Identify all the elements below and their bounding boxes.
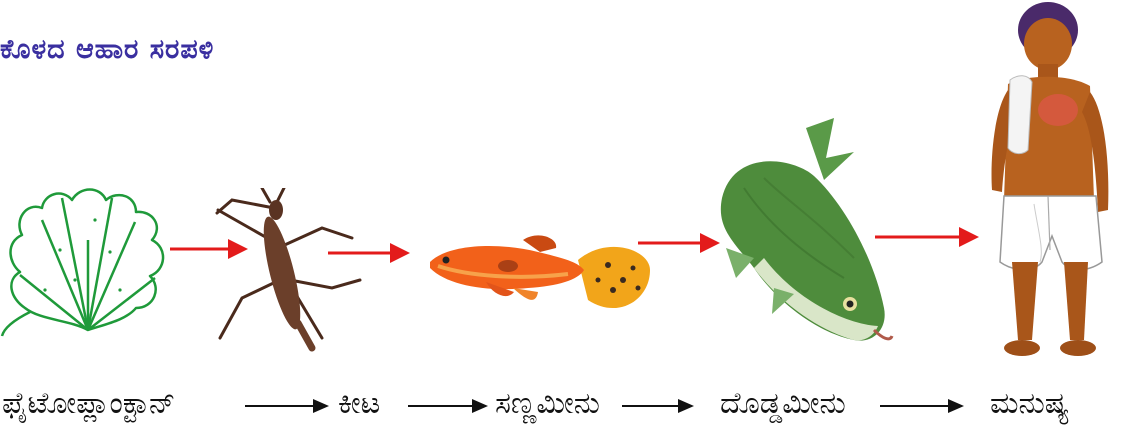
food-chain-labels: ಫೈಟೋಪ್ಲಾಂಕ್ಟಾನ್ ಕೀಟ ಸಣ್ಣಮೀನು ದೊಡ್ಡಮೀನು ಮ… (0, 382, 1126, 432)
label-phytoplankton: ಫೈಟೋಪ್ಲಾಂಕ್ಟಾನ್ (2, 386, 175, 421)
food-chain-illustration (0, 0, 1126, 375)
label-small-fish: ಸಣ್ಣಮೀನು (495, 386, 600, 421)
caption-arrow-3 (622, 396, 694, 416)
small-fish-icon (428, 230, 650, 320)
label-human: ಮನುಷ್ಯ (990, 386, 1069, 421)
label-insect: ಕೀಟ (338, 386, 380, 421)
human-icon (978, 0, 1118, 368)
flow-arrow-3 (638, 230, 720, 256)
flow-arrow-2 (328, 240, 410, 266)
flow-arrow-4 (875, 224, 979, 250)
insect-icon (212, 188, 362, 358)
big-fish-icon (714, 118, 894, 348)
label-big-fish: ದೊಡ್ಡಮೀನು (720, 386, 846, 421)
caption-arrow-1 (245, 396, 329, 416)
phytoplankton-icon (0, 180, 175, 340)
caption-arrow-2 (408, 396, 488, 416)
caption-arrow-4 (880, 396, 964, 416)
